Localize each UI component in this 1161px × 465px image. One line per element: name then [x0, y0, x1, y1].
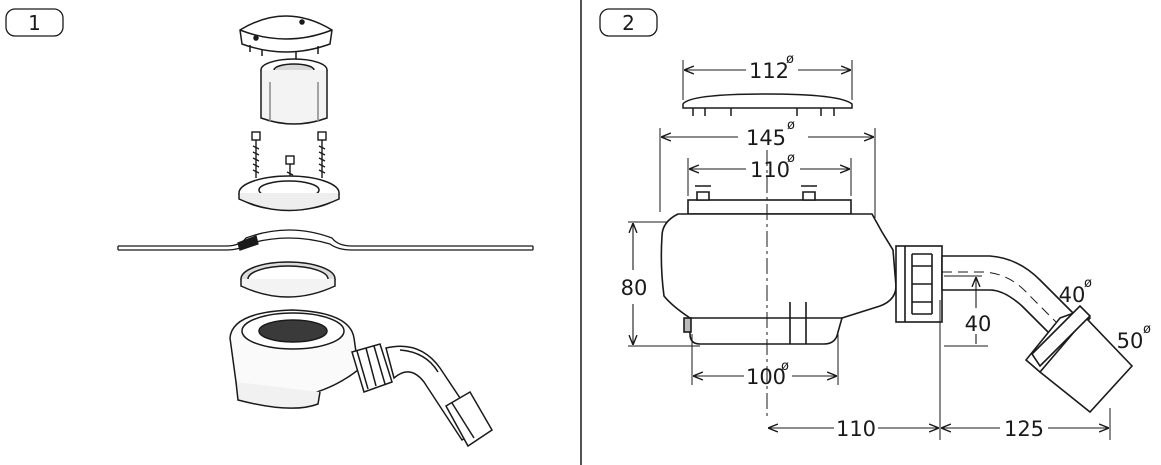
cover-diameter-label: 112 — [749, 59, 789, 83]
outlet-nut-side — [895, 245, 943, 323]
panel-2-badge-frame — [599, 8, 658, 37]
drain-body-side — [660, 185, 897, 345]
outlet-sleeve-side — [1024, 304, 1134, 414]
dimension-lines — [633, 70, 1108, 428]
insert-cylinder-part — [260, 58, 328, 125]
base-diameter-symbol: ø — [781, 359, 789, 374]
drain-body-part — [229, 309, 494, 448]
extension-lines — [628, 60, 1111, 440]
clamp-diameter-label: 110 — [750, 158, 790, 182]
base-diameter-label: 100 — [746, 365, 786, 389]
offset-to-outlet-label: 110 — [836, 417, 876, 441]
panel-1-exploded-view: 1 — [5, 8, 534, 448]
panel-2-badge: 2 — [622, 11, 635, 35]
panel-1-badge-frame — [5, 8, 64, 37]
clamp-diameter-symbol: ø — [787, 151, 795, 166]
pipe-inner-diameter-symbol: ø — [1084, 276, 1092, 291]
cover-diameter-symbol: ø — [786, 52, 794, 67]
height-label: 80 — [621, 276, 648, 300]
outlet-height-label: 40 — [965, 312, 992, 336]
outlet-run-label: 125 — [1004, 417, 1044, 441]
dimension-labels: 112 ø 145 ø 110 ø 80 40 100 ø 110 125 40… — [621, 52, 1151, 441]
pipe-outer-diameter-label: 50 — [1117, 329, 1144, 353]
panel-1-badge: 1 — [28, 11, 41, 35]
flange-diameter-label: 145 — [746, 126, 786, 150]
panel-2-dimension-view: 2 — [599, 8, 1151, 441]
cover-disc-part — [239, 15, 333, 59]
clamping-ring-part — [238, 175, 340, 212]
pipe-outer-diameter-symbol: ø — [1143, 322, 1151, 337]
cover-disc-side — [682, 93, 853, 116]
seal-ring-part — [240, 261, 336, 298]
shower-tray-surface — [117, 229, 534, 251]
pipe-inner-diameter-label: 40 — [1059, 283, 1086, 307]
flange-diameter-symbol: ø — [787, 118, 795, 133]
